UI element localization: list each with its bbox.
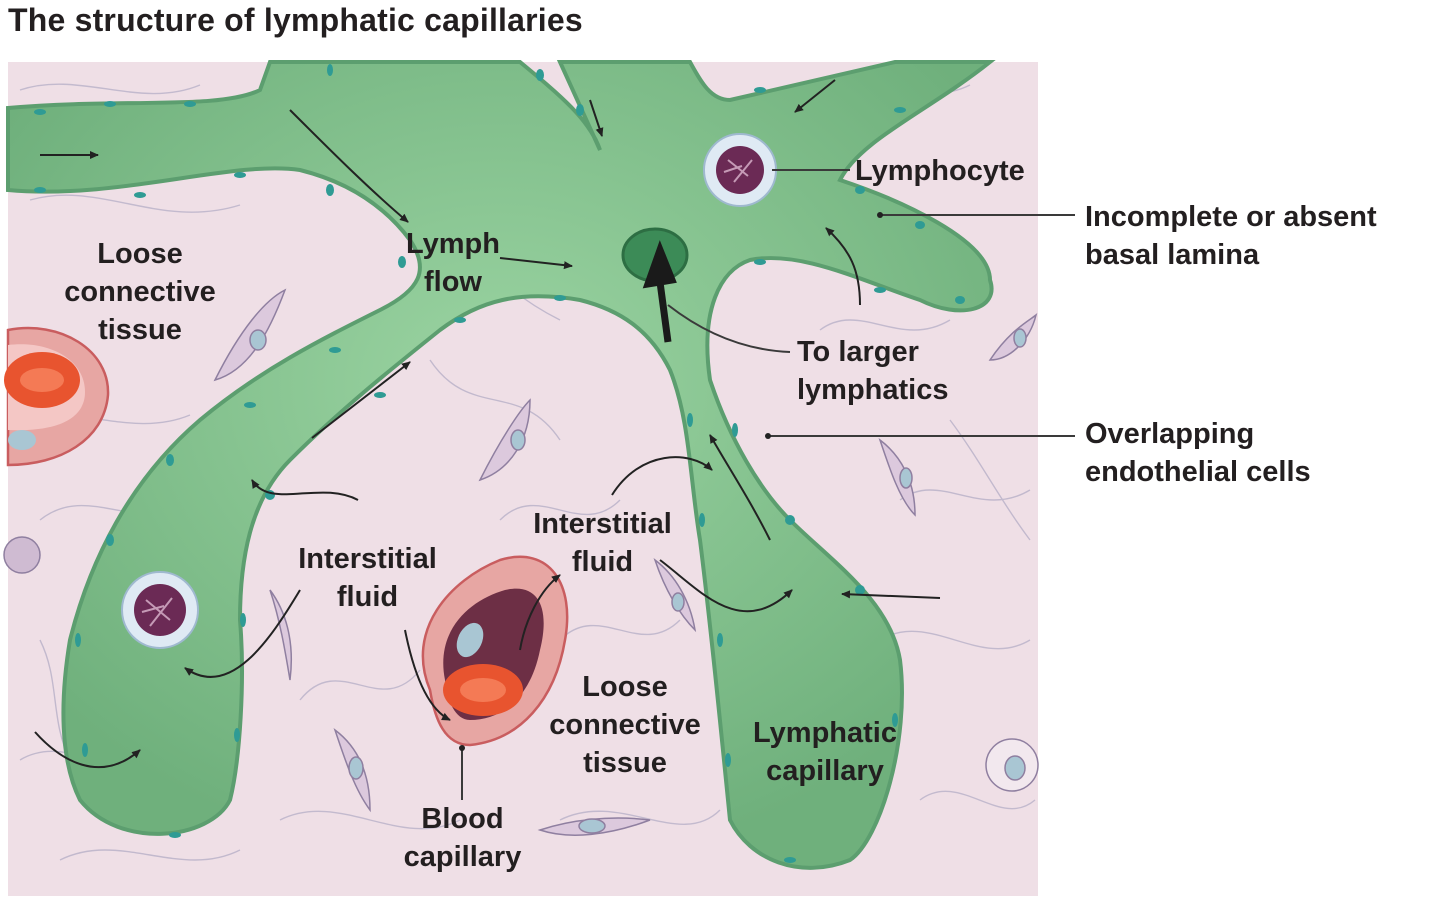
lymphatic-vessel-body [6, 60, 996, 870]
lymphocyte-cells [121, 133, 777, 649]
blood-capillary-left [4, 326, 110, 467]
to-larger-arrow [642, 240, 677, 343]
label-lymphocyte: Lymphocyte [855, 155, 1025, 187]
leader-lines [461, 169, 1075, 800]
blood-capillary-center [421, 555, 569, 747]
flow-arrows [34, 79, 941, 769]
figure-title: The structure of lymphatic capillaries [8, 2, 583, 38]
endothelial-nuclei [34, 64, 965, 863]
